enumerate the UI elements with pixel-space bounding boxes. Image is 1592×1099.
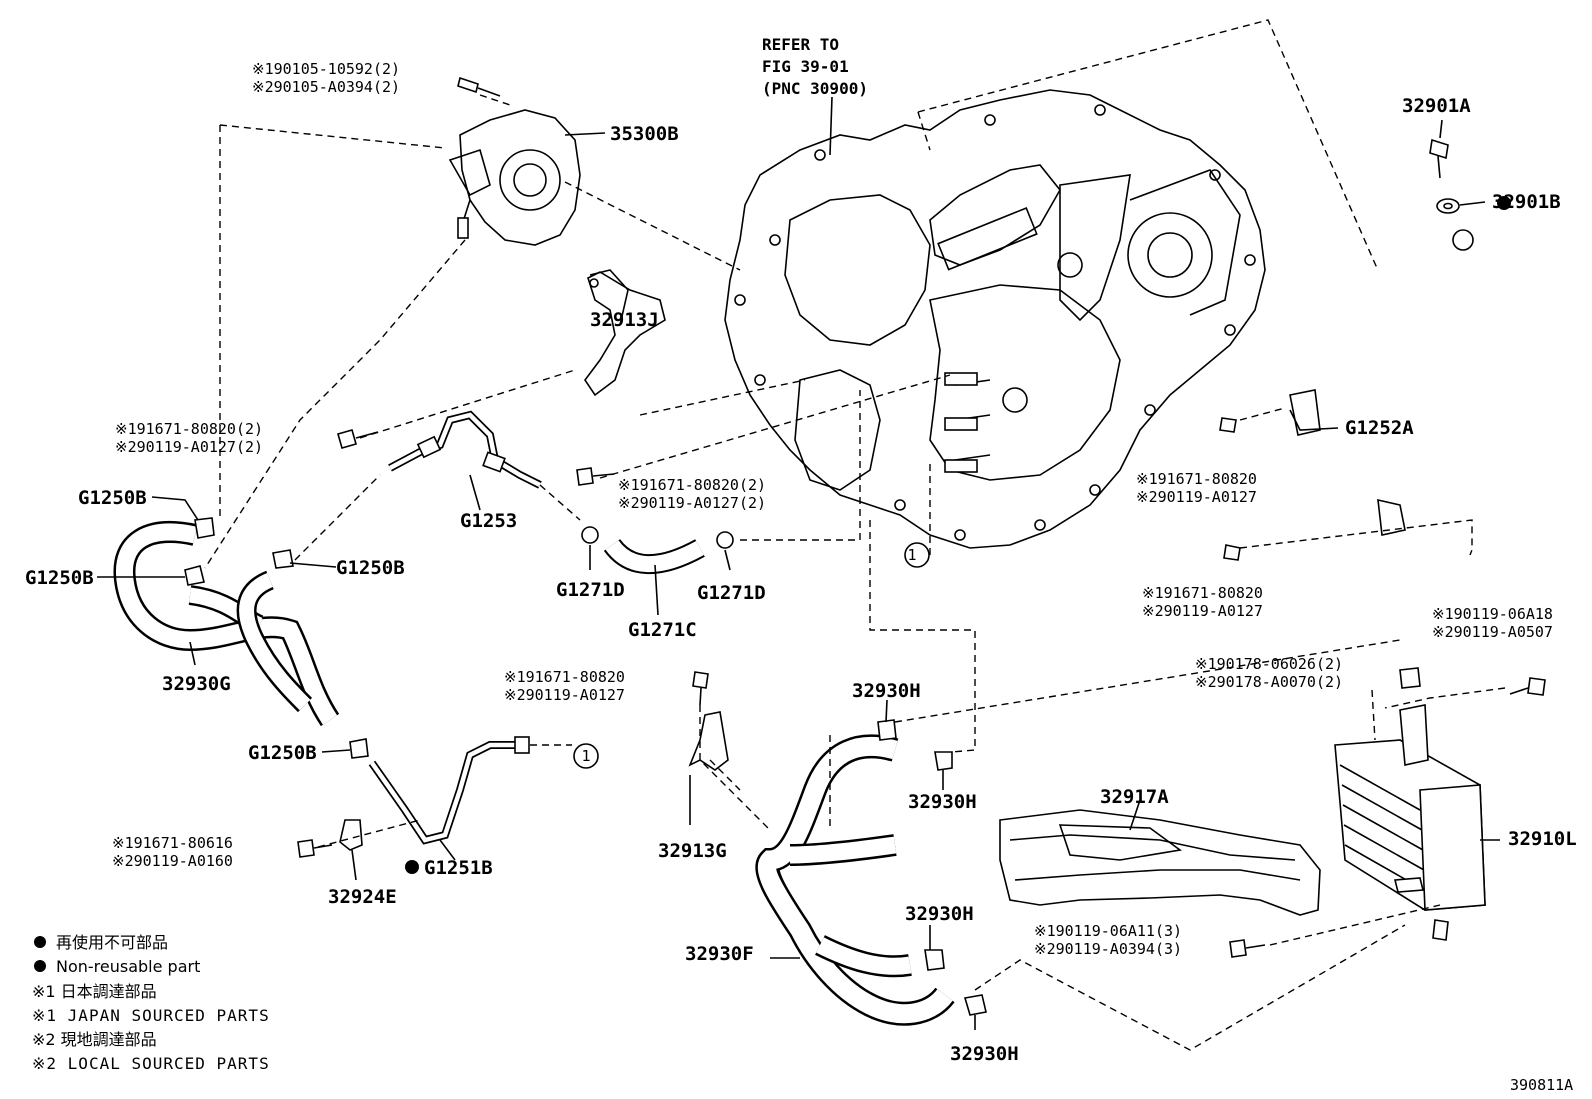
note-mid-bolt-1: ※191671-80820(2) — [618, 476, 766, 494]
label-G1250B: G1250B — [336, 557, 405, 579]
note-cooler-bolt-1: ※190119-06A18 — [1432, 605, 1553, 623]
note-duct-bolt-2: ※290119-A0394(3) — [1034, 940, 1182, 958]
bolt — [576, 467, 615, 486]
label-32930H: 32930H — [852, 680, 921, 702]
callout-1-text: 1 — [581, 747, 590, 765]
label-32930G: 32930G — [162, 673, 231, 695]
legend: 再使用不可部品 Non-reusable part ※1 日本調達部品 ※1 J… — [32, 933, 270, 1073]
clamp-G1271D — [581, 526, 599, 544]
washer-32901B — [1436, 198, 1460, 214]
bracket-32913J — [584, 271, 666, 397]
label-32924E: 32924E — [328, 886, 397, 908]
label-G1271C: G1271C — [628, 619, 697, 641]
note-35300B-1: ※190105-10592(2) — [252, 60, 400, 78]
note-cooler-nut-1: ※190178-06026(2) — [1195, 655, 1343, 673]
note-mid-bolt-2: ※290119-A0127(2) — [618, 494, 766, 512]
label-32910L: 32910L — [1508, 828, 1577, 850]
bracket-32913G — [688, 711, 729, 771]
reference-line-2: FIG 39-01 — [762, 57, 849, 76]
bolt — [692, 671, 709, 706]
note-35300B-2: ※290105-A0394(2) — [252, 78, 400, 96]
note-lower-bolt-1: ※191671-80616 — [112, 834, 233, 852]
reference-line-3: (PNC 30900) — [762, 79, 868, 98]
label-G1250B: G1250B — [78, 487, 147, 509]
label-G1271D: G1271D — [556, 579, 625, 601]
label-35300B: 35300B — [610, 123, 679, 145]
note-right-bolt-a1: ※191671-80820 — [1136, 470, 1257, 488]
label-32930H: 32930H — [908, 791, 977, 813]
note-cooler-nut-2: ※290178-A0070(2) — [1195, 673, 1343, 691]
callout-1 — [573, 743, 599, 769]
figure-code: 390811A — [1510, 1076, 1573, 1094]
label-32930F: 32930F — [685, 943, 754, 965]
note-right-bolt-b1: ※191671-80820 — [1142, 584, 1263, 602]
bolt-32901A — [1429, 138, 1449, 179]
legend-nonreusable-en: Non-reusable part — [56, 957, 200, 976]
part-35300B-pump — [448, 76, 581, 246]
label-G1271D: G1271D — [697, 582, 766, 604]
label-G1252A: G1252A — [1345, 417, 1414, 439]
transaxle-assembly — [724, 89, 1266, 549]
note-left-bolt-1: ※191671-80820(2) — [115, 420, 263, 438]
note-right-bolt-a2: ※290119-A0127 — [1136, 488, 1257, 506]
note-center-bolt-2: ※290119-A0127 — [504, 686, 625, 704]
clamp-G1271D — [716, 531, 734, 549]
hose-32930F — [755, 734, 955, 1026]
bolt — [337, 429, 379, 449]
note-duct-bolt-1: ※190119-06A11(3) — [1034, 922, 1182, 940]
callout-1 — [904, 542, 930, 568]
label-32930H: 32930H — [905, 903, 974, 925]
legend-japan-ja: ※1 日本調達部品 — [32, 982, 157, 1001]
label-32901B: 32901B — [1492, 191, 1561, 213]
leader-lines — [97, 96, 1500, 1030]
bolt — [297, 839, 333, 858]
label-32930H: 32930H — [950, 1043, 1019, 1065]
callout-1-text: 1 — [907, 546, 916, 564]
reference-line-1: REFER TO — [762, 35, 839, 54]
legend-local-ja: ※2 現地調達部品 — [32, 1030, 157, 1049]
note-center-bolt-1: ※191671-80820 — [504, 668, 625, 686]
bolt — [1229, 939, 1266, 958]
non-reusable-mark — [1497, 196, 1511, 210]
note-right-bolt-b2: ※290119-A0127 — [1142, 602, 1263, 620]
note-cooler-bolt-2: ※290119-A0507 — [1432, 623, 1553, 641]
legend-japan-en: ※1 JAPAN SOURCED PARTS — [32, 1006, 270, 1025]
note-left-bolt-2: ※290119-A0127(2) — [115, 438, 263, 456]
clip-32924E — [339, 819, 363, 851]
note-lower-bolt-2: ※290119-A0160 — [112, 852, 233, 870]
duct-32917A — [999, 809, 1321, 916]
label-G1253: G1253 — [460, 510, 517, 532]
label-32913J: 32913J — [590, 309, 659, 331]
legend-local-en: ※2 LOCAL SOURCED PARTS — [32, 1054, 270, 1073]
label-G1250B: G1250B — [248, 742, 317, 764]
label-32917A: 32917A — [1100, 786, 1169, 808]
label-G1251B: G1251B — [424, 857, 493, 879]
label-G1250B: G1250B — [25, 567, 94, 589]
label-32901A: 32901A — [1402, 95, 1471, 117]
dashed-connectors — [204, 94, 1506, 1051]
label-32913G: 32913G — [658, 840, 727, 862]
legend-nonreusable-ja: 再使用不可部品 — [56, 933, 168, 952]
